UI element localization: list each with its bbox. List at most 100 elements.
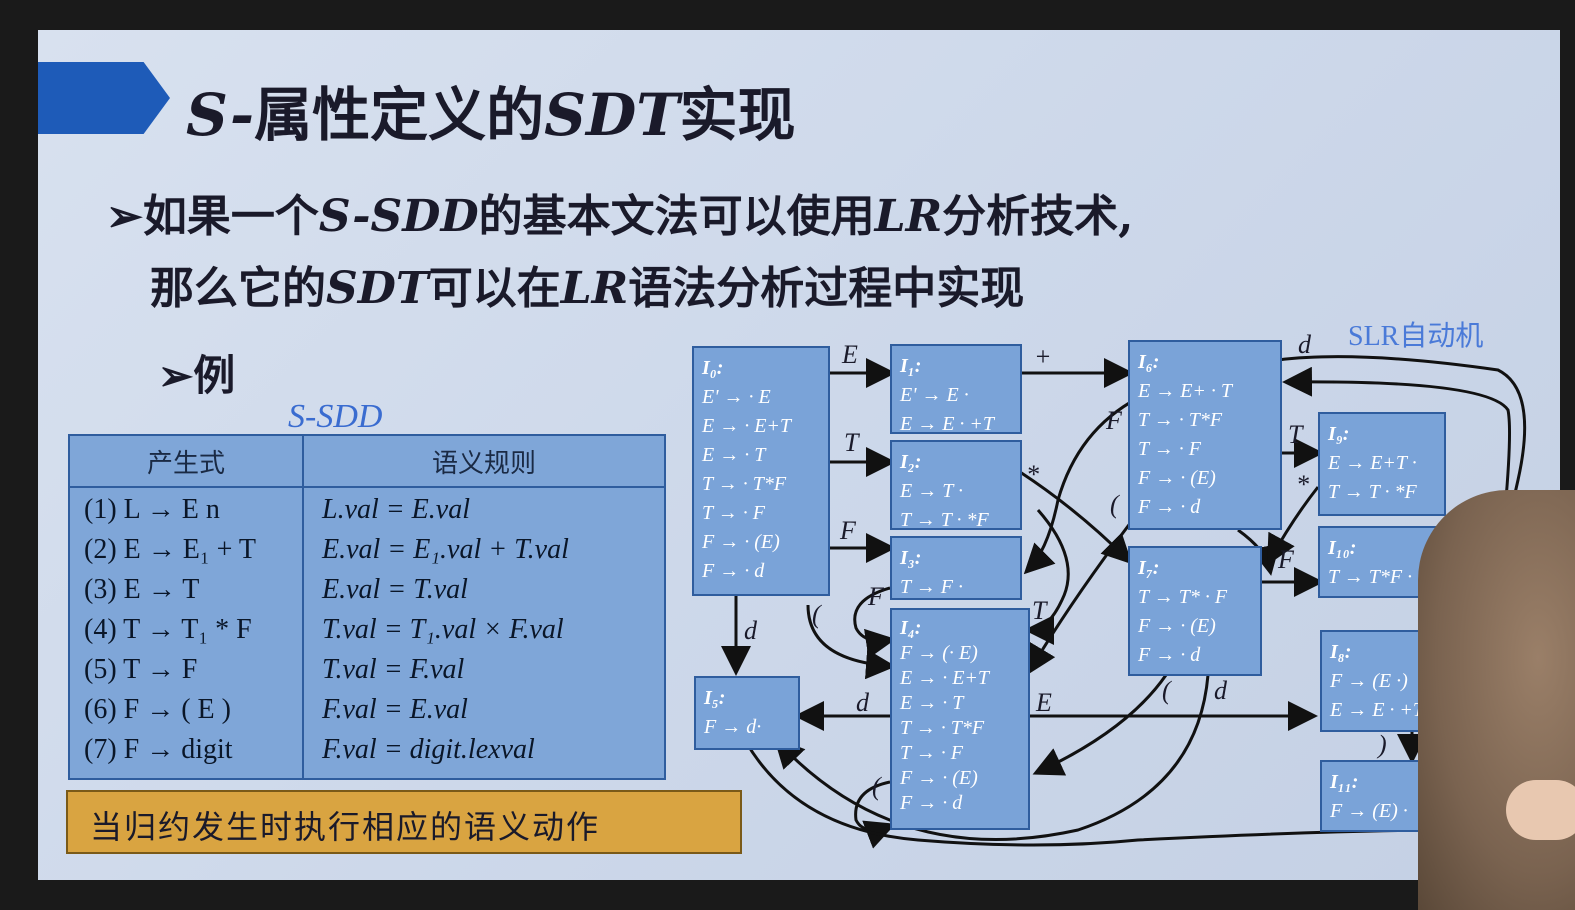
reduction-note-text: 当归约发生时执行相应的语义动作	[90, 808, 601, 846]
state-name: I₄:	[900, 617, 922, 639]
state-item: F → (· E)	[900, 642, 978, 664]
state-name: I₇:	[1138, 557, 1160, 579]
state-item: E → · T	[900, 692, 964, 714]
state-item: E → E · +T	[1330, 699, 1425, 721]
edge-label: T	[844, 428, 859, 457]
state-item: T → T*F ·	[1328, 566, 1413, 588]
state-item: T → · F	[702, 502, 765, 524]
edge-label: d	[1298, 330, 1311, 359]
edge-label: E	[842, 340, 858, 369]
table-row-prod: (1) L → E n	[84, 494, 220, 525]
edge-i2-i7	[1019, 470, 1133, 565]
presenter-figure	[1418, 490, 1575, 910]
state-item: E → · E+T	[900, 667, 990, 689]
state-item: T → · T*F	[1138, 409, 1223, 431]
state-i4: I₄: F → (· E) E → · E+T E → · T T → · T*…	[890, 608, 1030, 830]
state-name: I₉:	[1328, 423, 1350, 445]
state-name: I₀:	[702, 357, 724, 379]
state-name: I₂:	[900, 451, 922, 473]
state-i1: I₁: E' → E · E → E · +T	[890, 344, 1022, 435]
table-row-prod: (7) F → digit	[84, 734, 233, 765]
example-bullet: ➢例	[158, 351, 236, 400]
title-s-prefix: S-	[186, 81, 255, 149]
edge-label: T	[1288, 420, 1303, 449]
state-item: F → (E) ·	[1330, 800, 1408, 822]
table-row-rule: E.val = E₁.val + T.val	[322, 534, 569, 565]
state-item: T → T · *F	[900, 509, 989, 531]
state-i0: I₀: E' → · E E → · E+T E → · T T → · T*F…	[692, 346, 830, 596]
sdd-table: 产生式 语义规则 (1) L → E n L.val = E.val (2) E…	[68, 434, 666, 780]
state-item: F → · d	[900, 792, 963, 814]
edge-label: (	[1162, 676, 1171, 705]
table-row-prod: (6) F → ( E )	[84, 694, 231, 725]
edge-i9-i7	[1267, 486, 1320, 566]
state-name: I₁:	[900, 355, 922, 377]
state-i3: I₃: T → F ·	[890, 536, 1022, 600]
state-i5: I₅: F → d·	[694, 676, 800, 750]
state-item: F → · (E)	[1138, 467, 1216, 489]
title-suffix: 实现	[679, 81, 796, 149]
presenter-hand	[1506, 780, 1575, 840]
bullet-2-lr: LR	[560, 263, 629, 314]
state-item: E → · E+T	[702, 415, 792, 437]
edge-label: (	[872, 772, 881, 801]
table-row-rule: E.val = T.val	[322, 574, 468, 605]
edge-label: F	[868, 582, 884, 611]
slide: S-属性定义的SDT实现 ➢如果一个S-SDD的基本文法可以使用LR分析技术, …	[38, 30, 1560, 880]
edge-i4-i4-loop	[854, 780, 896, 849]
state-item: E → E · +T	[900, 413, 995, 435]
state-item: E → E+ · T	[1138, 380, 1233, 402]
edge-label: (	[812, 600, 821, 629]
state-item: F → · d	[1138, 496, 1201, 518]
edge-label: d	[856, 688, 869, 717]
bullet-2-text-a: 那么它的	[150, 263, 326, 314]
state-item: F → · d	[1138, 644, 1201, 666]
table-row-prod: (3) E → T	[84, 574, 200, 605]
edge-label: *	[1026, 460, 1039, 489]
state-name: I₁₀:	[1328, 537, 1357, 559]
ssdd-label: S-SDD	[288, 398, 383, 435]
state-name: I₅:	[704, 687, 726, 709]
edge-i7-i5	[773, 674, 1210, 841]
state-item: T → T* · F	[1138, 586, 1228, 608]
state-name: I₈:	[1330, 641, 1352, 663]
edge-label: F	[1106, 406, 1122, 435]
state-item: E → E+T ·	[1328, 452, 1417, 474]
state-name: I₆:	[1138, 351, 1160, 373]
edge-i7-i4	[1032, 674, 1168, 776]
edge-label: F	[840, 516, 856, 545]
reduction-note: 当归约发生时执行相应的语义动作	[66, 790, 742, 854]
state-item: E' → E ·	[900, 384, 969, 406]
table-row-prod: (2) E → E₁ + T	[84, 534, 257, 565]
state-name: I₁₁:	[1330, 771, 1359, 793]
edge-label: d	[1214, 676, 1227, 705]
edge-label: F	[1278, 545, 1294, 574]
state-item: T → T · *F	[1328, 481, 1417, 503]
edge-i6-i3	[1023, 396, 1139, 575]
title-sdt: SDT	[544, 81, 680, 149]
state-item: T → F ·	[900, 576, 963, 598]
bullet-1-ssdd: S-SDD	[318, 191, 479, 242]
bullet-1-lr: LR	[874, 191, 943, 242]
edge-label: *	[1296, 470, 1309, 499]
state-name: I₃:	[900, 547, 922, 569]
edge-label: E	[1036, 688, 1052, 717]
bullet-2-text-c: 语法分析过程中实现	[628, 263, 1025, 314]
table-row-prod: (5) T → F	[84, 654, 198, 685]
table-header-rule: 语义规则	[431, 449, 536, 479]
table-row-rule: L.val = E.val	[322, 494, 470, 525]
bullet-1-text-b: 的基本文法可以使用	[478, 191, 875, 242]
edge-label: +	[1034, 342, 1052, 371]
state-item: F → · (E)	[702, 531, 780, 553]
page-title: S-属性定义的SDT实现	[186, 68, 795, 152]
automaton-arrows	[721, 355, 1527, 849]
state-i7: I₇: T → T* · F F → · (E) F → · d	[1128, 546, 1262, 676]
state-item: E → · T	[702, 444, 766, 466]
state-item: T → · T*F	[702, 473, 787, 495]
bullet-2-text-b: 可以在	[428, 263, 561, 314]
table-header-production: 产生式	[146, 449, 225, 479]
state-item: E' → · E	[702, 386, 771, 408]
bullet-marker: ➢	[106, 191, 143, 242]
state-i2: I₂: E → T · T → T · *F	[890, 440, 1022, 531]
title-mid: 属性定义的	[254, 81, 545, 149]
